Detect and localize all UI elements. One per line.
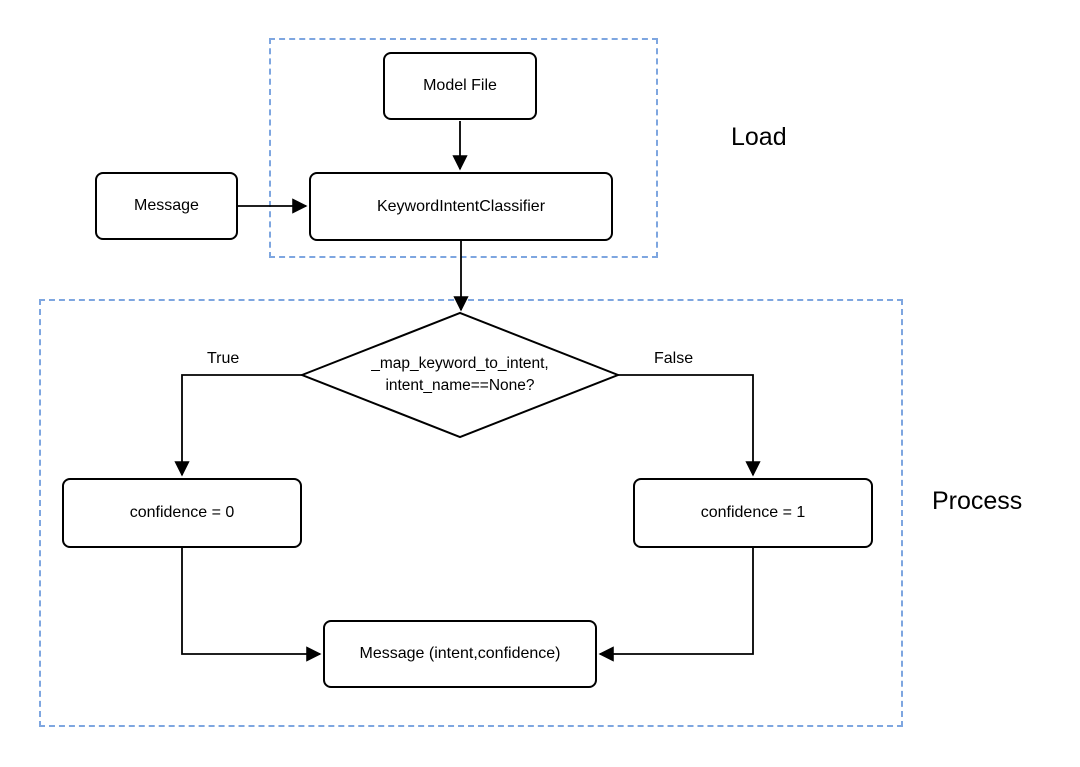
node-keyword-intent-classifier-label: KeywordIntentClassifier <box>376 197 546 215</box>
node-keyword-intent-classifier: KeywordIntentClassifier <box>309 172 613 241</box>
node-confidence-1-label: confidence = 1 <box>700 504 806 521</box>
edge-decision-false-to-confidence1 <box>618 374 761 477</box>
edge-label-true: True <box>207 350 240 367</box>
decision-diamond-label: _map_keyword_to_intent, intent_name==Non… <box>371 354 549 394</box>
node-message-input-label: Message <box>134 197 199 214</box>
node-confidence-1: confidence = 1 <box>633 478 873 548</box>
node-message-input: Message <box>95 172 238 240</box>
edge-decision-true-to-confidence0 <box>174 374 302 477</box>
region-label-process: Process <box>932 487 1023 515</box>
region-label-load: Load <box>731 123 787 151</box>
node-model-file-label: Model File <box>423 77 497 94</box>
region-load <box>269 38 658 258</box>
region-process <box>39 299 903 727</box>
edge-confidence1-to-output <box>598 548 754 662</box>
node-confidence-0: confidence = 0 <box>62 478 302 548</box>
node-message-output-label: Message (intent,confidence) <box>359 645 561 662</box>
node-confidence-0-label: confidence = 0 <box>129 504 235 521</box>
node-message-output: Message (intent,confidence) <box>323 620 597 688</box>
node-model-file: Model File <box>383 52 537 120</box>
edge-label-false: False <box>654 350 694 367</box>
edge-confidence0-to-output <box>181 548 322 662</box>
